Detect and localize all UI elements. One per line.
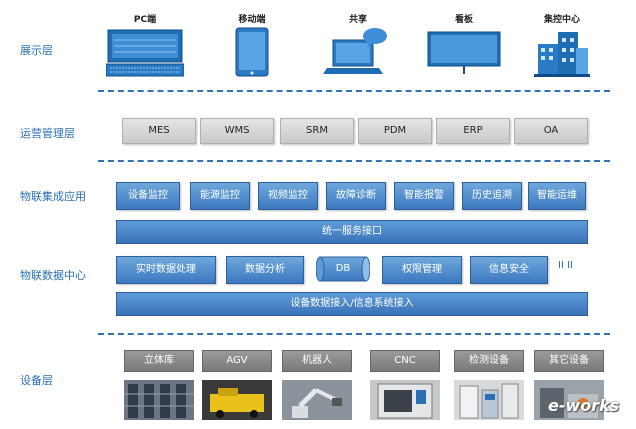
app-fault-diagnosis: 故障诊断: [326, 182, 386, 210]
device-mobile: 移动端: [212, 12, 292, 80]
app-energy-monitoring: 能源监控: [190, 182, 250, 210]
watermark-logo: e-works: [548, 396, 620, 415]
equipment-other: 其它设备: [534, 350, 604, 420]
app-smart-alarm: 智能报警: [394, 182, 454, 210]
equipment-cnc: CNC: [370, 350, 440, 420]
app-equipment-monitoring: 设备监控: [116, 182, 180, 210]
other-equipment-photo: [534, 380, 604, 420]
equipment-label: AGV: [202, 350, 272, 372]
device-label: PC端: [133, 15, 157, 25]
device-label: 看板: [454, 15, 473, 25]
divider-2: [98, 160, 610, 162]
layer-label-presentation: 展示层: [20, 44, 53, 57]
equipment-agv: AGV: [202, 350, 272, 420]
board-icon: [427, 31, 501, 74]
device-board: 看板: [424, 12, 504, 80]
data-center-extra-mark: II II: [558, 260, 573, 271]
layer-label-equipment: 设备层: [20, 374, 53, 387]
equipment-label: 检测设备: [454, 350, 524, 372]
equipment-label: 立体库: [124, 350, 194, 372]
database-label: DB: [335, 263, 351, 274]
app-smart-ops: 智能运维: [528, 182, 586, 210]
divider-3: [98, 333, 610, 335]
divider-1: [98, 90, 610, 92]
app-history-trace: 历史追溯: [462, 182, 522, 210]
testing-equipment-photo: [454, 380, 524, 420]
system-srm: SRM: [280, 118, 354, 144]
device-label: 移动端: [238, 15, 266, 25]
equipment-robot: 机器人: [282, 350, 352, 420]
device-share: 共享: [318, 12, 398, 80]
system-mes: MES: [122, 118, 196, 144]
robot-photo: [282, 380, 352, 420]
laptop-share-icon: [323, 28, 387, 74]
equipment-label: 其它设备: [534, 350, 604, 372]
data-permission-management: 权限管理: [382, 256, 462, 284]
equipment-testing: 检测设备: [454, 350, 524, 420]
agv-photo: [202, 380, 272, 420]
data-realtime-processing: 实时数据处理: [116, 256, 216, 284]
device-control-center: 集控中心: [522, 12, 602, 80]
building-icon: [534, 32, 590, 77]
unified-service-interface: 统一服务接口: [116, 220, 588, 244]
device-label: 共享: [348, 15, 367, 25]
system-oa: OA: [514, 118, 588, 144]
warehouse-photo: [124, 380, 194, 420]
database-icon: DB: [315, 256, 371, 282]
device-label: 集控中心: [543, 15, 580, 25]
data-analysis: 数据分析: [226, 256, 304, 284]
system-wms: WMS: [200, 118, 274, 144]
system-erp: ERP: [436, 118, 510, 144]
cnc-photo: [370, 380, 440, 420]
equipment-label: 机器人: [282, 350, 352, 372]
equipment-label: CNC: [370, 350, 440, 372]
equipment-warehouse: 立体库: [124, 350, 194, 420]
layer-label-operations: 运营管理层: [20, 127, 75, 140]
device-data-access: 设备数据接入/信息系统接入: [116, 292, 588, 316]
data-information-security: 信息安全: [470, 256, 548, 284]
pc-icon: [106, 29, 184, 77]
layer-label-iot-integration: 物联集成应用: [20, 190, 86, 203]
tablet-icon: [235, 27, 269, 77]
app-video-monitoring: 视频监控: [258, 182, 318, 210]
device-pc: PC端: [105, 12, 185, 80]
layer-label-iot-data: 物联数据中心: [20, 269, 86, 282]
system-pdm: PDM: [358, 118, 432, 144]
